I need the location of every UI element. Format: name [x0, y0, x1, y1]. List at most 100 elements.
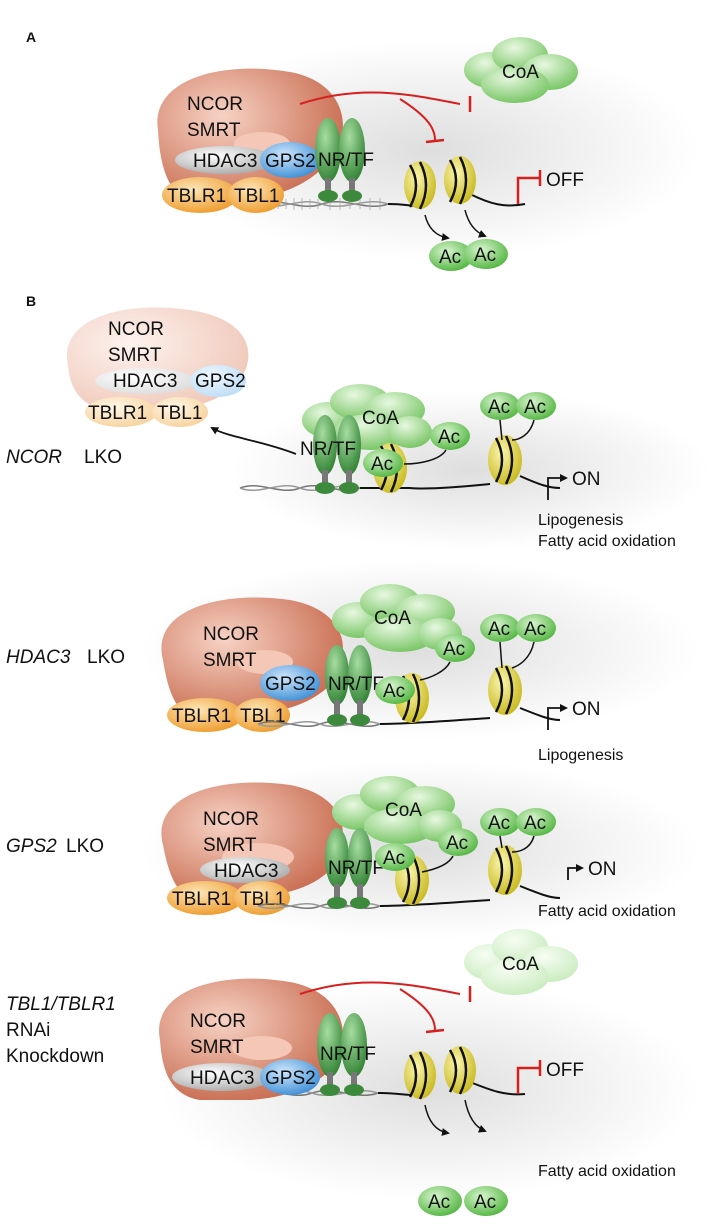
hdac3-label: HDAC3 [190, 1068, 254, 1089]
nr-tf-label: NR/TF [320, 1044, 376, 1065]
nr-tf-label: NR/TF [318, 150, 374, 171]
coa-label: CoA [362, 408, 399, 429]
tbl1-label: TBL1 [157, 403, 202, 424]
row-label-suffix: LKO [84, 447, 122, 468]
ac-label: Ac [446, 833, 468, 854]
tblr1-label: TBLR1 [172, 706, 231, 727]
state-label: ON [572, 469, 601, 490]
state-label: OFF [546, 1060, 584, 1081]
ncor-lko-row: NCOR SMRT HDAC3 GPS2 TBLR1 TBL1 NCOR LKO… [6, 307, 709, 550]
tbl1-label: TBL1 [240, 706, 285, 727]
gps2 [260, 1059, 320, 1095]
panel-a-letter: A [26, 29, 36, 45]
outcome-label: Fatty acid oxidation [538, 1163, 676, 1180]
ncor-label: NCOR [190, 1011, 246, 1032]
row-label-gene: HDAC3 [6, 647, 71, 668]
ac-label: Ac [439, 247, 461, 268]
ac-label: Ac [474, 1192, 496, 1213]
dna-line [519, 885, 561, 899]
acetyl-tail [499, 419, 535, 441]
acetyl-tail [419, 661, 451, 681]
hdac3 [172, 1063, 272, 1091]
release-arrow [464, 1099, 487, 1133]
panel-a: A NCOR SMRT HDAC3 GPS2 TBLR1 TBL1 [26, 29, 700, 271]
hdac3 [200, 857, 290, 883]
acetyl-tail [403, 449, 447, 465]
acetyl-group [429, 241, 473, 271]
acetyl-group [464, 239, 508, 269]
coa-label: CoA [374, 608, 411, 629]
dna-line [360, 483, 491, 490]
acetyl-group [435, 634, 475, 662]
coa-cluster [302, 384, 432, 450]
nucleosome [444, 156, 476, 205]
state-label: ON [572, 699, 601, 720]
nr-tf [317, 1013, 367, 1096]
dna-line [519, 475, 561, 489]
ncor-label: NCOR [187, 94, 243, 115]
acetyl-group [438, 828, 478, 856]
dna-line [469, 1081, 526, 1096]
dna-line [379, 717, 491, 725]
panel-b-letter: B [26, 293, 36, 309]
row-label-line: Knockdown [6, 1046, 104, 1067]
nr-tf-label: NR/TF [328, 858, 384, 879]
smrt-label: SMRT [203, 835, 257, 856]
acetyl-tail [499, 641, 535, 669]
hdac3-label: HDAC3 [214, 861, 278, 882]
repression-line [399, 98, 436, 141]
gps2-label: GPS2 [195, 371, 246, 392]
nucleosome [444, 1046, 476, 1095]
ac-label: Ac [438, 427, 460, 448]
tbl1 [234, 698, 290, 732]
hdac3 [175, 146, 275, 174]
hdac3-label: HDAC3 [193, 151, 257, 172]
smrt-label: SMRT [203, 650, 257, 671]
dna-line [379, 899, 491, 907]
nucleosome [488, 435, 522, 485]
nucleosome [488, 665, 522, 715]
nr-tf-label: NR/TF [300, 439, 356, 460]
tbl1 [152, 397, 208, 427]
coa-label: CoA [502, 62, 539, 83]
ac-label: Ac [524, 397, 546, 418]
row-label-line: RNAi [6, 1020, 50, 1041]
row-label-suffix: LKO [87, 647, 125, 668]
smrt-label: SMRT [190, 1037, 244, 1058]
promoter-repressed [516, 1066, 540, 1094]
nr-tf [325, 645, 372, 726]
hdac3-lko-row: NCOR SMRT GPS2 TBLR1 TBL1 HDAC3 LKO CoA [6, 560, 700, 764]
acetyl-group [418, 1186, 462, 1216]
nr-tf-label: NR/TF [328, 674, 384, 695]
repression-line [399, 988, 436, 1031]
repress-bar [425, 138, 445, 144]
acetyl-group [480, 808, 520, 836]
release-arrow [464, 209, 487, 238]
release-arrow [424, 1104, 450, 1136]
hdac3-label: HDAC3 [113, 371, 177, 392]
gps2 [190, 365, 246, 397]
coa-cluster [332, 776, 462, 844]
gps2 [260, 665, 320, 701]
promoter-active [547, 704, 568, 730]
promoter-active [547, 474, 568, 500]
smrt-label: SMRT [108, 345, 162, 366]
gps2 [260, 142, 320, 178]
nr-tf [325, 828, 372, 909]
ac-label: Ac [371, 454, 393, 475]
release-arrow [424, 214, 450, 241]
state-label: ON [588, 859, 617, 880]
gps2-label: GPS2 [265, 1068, 316, 1089]
ncor-label: NCOR [203, 624, 259, 645]
outcome-label: Fatty acid oxidation [538, 903, 676, 920]
nucleosome [488, 845, 522, 895]
ncor-bump [232, 1036, 292, 1060]
coa-cluster-faded [464, 929, 578, 995]
gps2-label: GPS2 [265, 674, 316, 695]
ac-label: Ac [488, 397, 510, 418]
nucleosome [404, 161, 436, 210]
ac-label: Ac [488, 619, 510, 640]
acetyl-group [480, 392, 520, 420]
outcome-label: Lipogenesis [538, 747, 623, 764]
